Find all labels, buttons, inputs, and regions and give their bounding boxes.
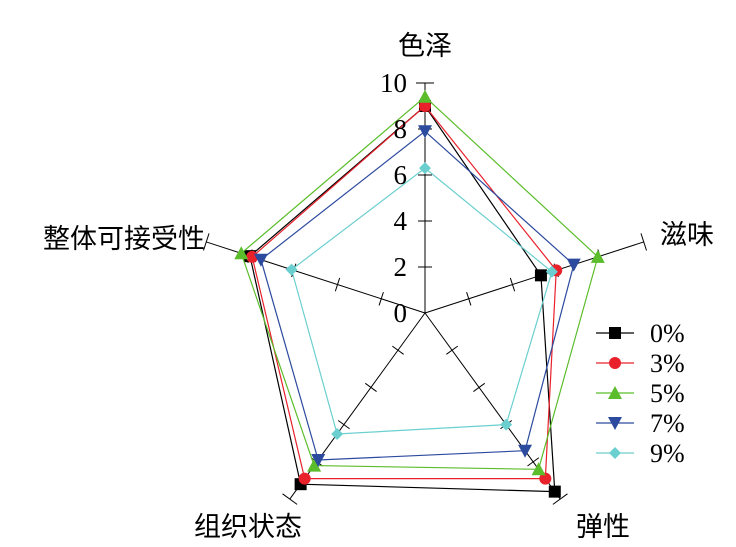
axis-label: 弹性 [576,512,630,543]
axis-tick [640,233,647,251]
legend-item: 9% [596,439,685,468]
legend-item: 7% [596,409,685,438]
legend-label: 5% [650,379,685,408]
axis-label: 组织状态 [194,512,302,543]
legend-label: 7% [650,409,685,438]
marker-triangle-up [531,462,546,476]
marker-square [609,327,621,339]
marker-diamond [545,265,558,278]
marker-triangle-down [518,444,533,458]
series-line [290,167,553,435]
marker-circle [539,472,552,485]
marker-diamond [419,162,431,175]
tick-label: 10 [380,68,407,98]
series-line [251,105,557,480]
marker-triangle-down [566,258,581,272]
marker-circle [298,472,311,485]
series-1 [246,100,563,485]
axis-label: 色泽 [398,31,452,62]
series-3 [253,125,581,467]
series-line [260,130,575,461]
axis-tick [334,277,341,292]
axis-tick [446,345,458,355]
tick-label: 4 [394,206,408,236]
legend-label: 0% [650,319,685,348]
marker-triangle-down [418,125,432,139]
axis-tick [282,493,298,505]
marker-circle [609,357,621,369]
legend-item: 0% [596,319,685,348]
legend-label: 9% [650,439,685,468]
axis-tick [203,233,210,251]
axis-tick [392,345,404,355]
marker-triangle-down [608,417,622,430]
axis-label: 滋味 [660,220,714,251]
marker-triangle-down [311,453,326,467]
tick-label: 8 [394,114,408,144]
marker-square [534,269,547,282]
axis-label: 整体可接受性 [43,224,205,255]
axis-tick [337,420,350,430]
axis-tick [378,291,384,306]
marker-triangle-up [307,458,322,472]
marker-triangle-up [234,246,249,260]
axis-tick [527,457,540,467]
marker-triangle-up [590,249,605,263]
marker-diamond [285,263,298,276]
series-2 [234,89,605,476]
marker-triangle-down [253,253,268,267]
series-line [240,95,599,470]
axis-line [424,241,644,314]
series-4 [285,162,558,440]
marker-diamond [331,427,344,440]
tick-label: 0 [394,298,408,328]
legend-label: 3% [650,349,685,378]
tick-label: 2 [394,252,408,282]
marker-diamond [609,447,621,459]
axis-tick [509,277,516,292]
marker-diamond [500,418,513,431]
marker-circle [419,100,431,112]
axis-tick [466,291,472,306]
axis-tick [552,493,568,505]
marker-triangle-up [608,386,622,399]
marker-triangle-up [418,89,432,103]
tick-label: 6 [394,160,408,190]
legend-item: 5% [596,379,685,408]
marker-square [548,485,561,498]
axis-tick [364,382,377,392]
legend-item: 3% [596,349,685,378]
axis-tick [473,382,486,392]
